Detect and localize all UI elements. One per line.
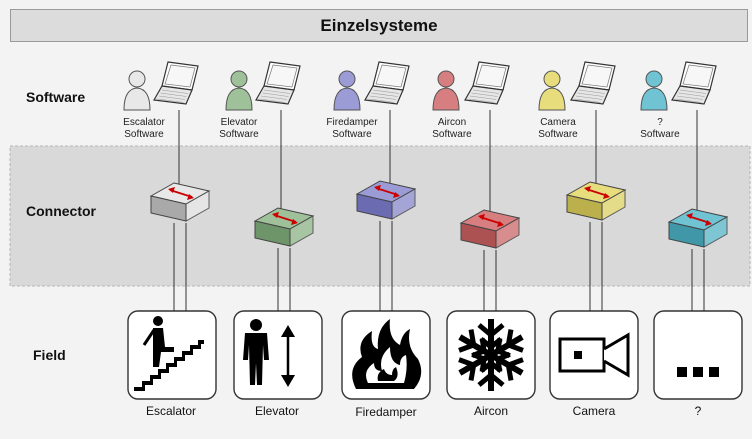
system-1 xyxy=(123,61,217,400)
system-6 xyxy=(640,61,743,400)
row-label-software: Software xyxy=(26,89,86,105)
snowflake-icon xyxy=(458,319,524,391)
field-label-escalator: Escalator xyxy=(145,404,197,418)
laptop-icon xyxy=(153,61,199,105)
person-icon xyxy=(123,70,151,111)
person-icon xyxy=(538,70,566,111)
field-device-box xyxy=(549,310,639,400)
field-label-unknown: ? xyxy=(694,404,702,418)
field-label-camera: Camera xyxy=(572,404,616,418)
row-label-field: Field xyxy=(33,347,66,363)
system-2 xyxy=(225,61,323,400)
connector-switch-icon xyxy=(253,207,315,247)
fire-icon xyxy=(352,319,422,389)
camera-icon xyxy=(558,332,630,378)
person-icon xyxy=(225,70,253,111)
field-label-firedamper: Firedamper xyxy=(355,405,417,419)
field-device-box xyxy=(446,310,536,400)
laptop-icon xyxy=(671,61,717,105)
software-label-unknown: ?Software xyxy=(640,117,680,140)
field-label-elevator: Elevator xyxy=(254,404,300,418)
ellipsis-icon xyxy=(677,367,719,377)
laptop-icon xyxy=(570,61,616,105)
connector-switch-icon xyxy=(667,208,729,248)
row-label-connector: Connector xyxy=(26,203,96,219)
person-icon xyxy=(640,70,668,111)
field-device-box xyxy=(653,310,743,400)
field-device-box xyxy=(233,310,323,400)
system-3 xyxy=(333,61,431,400)
connector-switch-icon xyxy=(459,209,521,249)
connector-switch-icon xyxy=(355,180,417,220)
escalator-icon xyxy=(134,316,204,391)
system-4 xyxy=(432,61,536,400)
connector-switch-icon xyxy=(565,181,627,221)
laptop-icon xyxy=(364,61,410,105)
person-icon xyxy=(333,70,361,111)
elevator-icon xyxy=(243,319,295,387)
diagram-title: Einzelsysteme xyxy=(10,9,748,42)
laptop-icon xyxy=(255,61,301,105)
field-device-box xyxy=(127,310,217,400)
system-5 xyxy=(538,61,639,400)
person-icon xyxy=(432,70,460,111)
field-device-box xyxy=(341,310,431,400)
field-label-aircon: Aircon xyxy=(473,404,508,418)
laptop-icon xyxy=(464,61,510,105)
connector-switch-icon xyxy=(149,182,211,222)
